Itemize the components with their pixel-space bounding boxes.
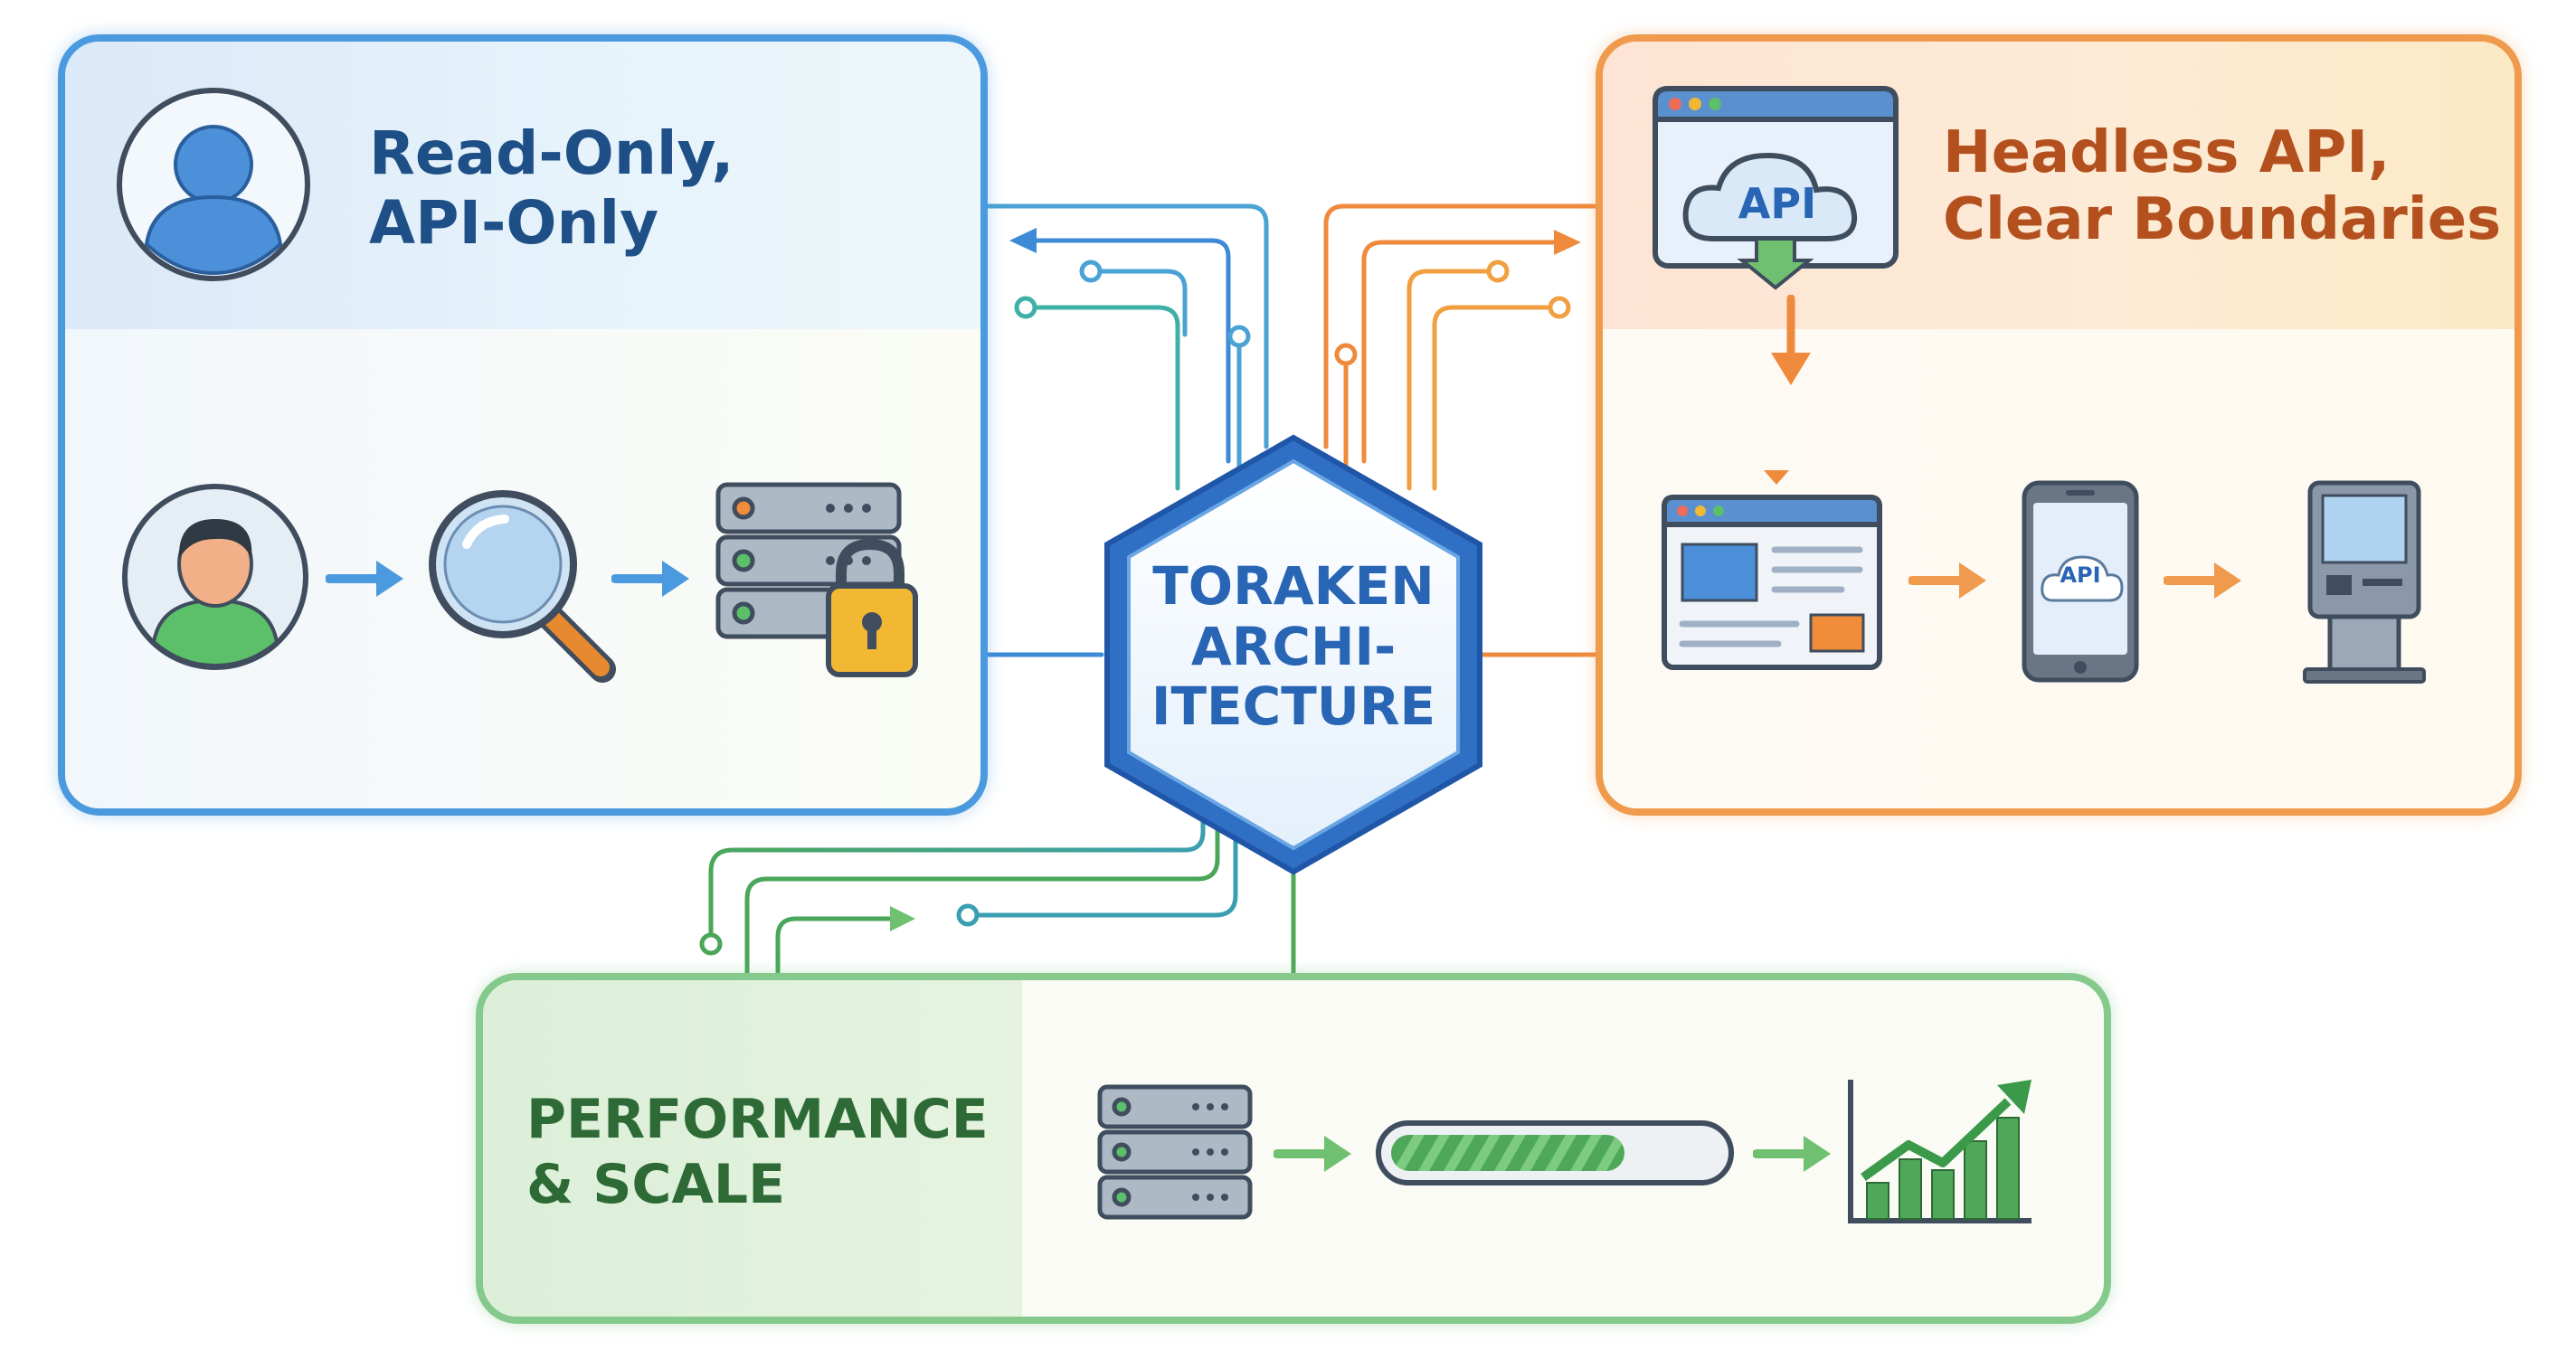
phone-api-label: API <box>2060 562 2101 588</box>
panel-performance <box>476 973 2111 1324</box>
magnifier-icon <box>429 490 616 683</box>
arrow-down-small-icon <box>1764 470 1789 485</box>
architecture-hub <box>1104 434 1482 875</box>
panel-title-performance: PERFORMANCE & SCALE <box>526 1088 989 1216</box>
api-cloud-browser-icon <box>1653 86 1899 290</box>
web-browser-icon <box>1662 495 1882 670</box>
panel-title-headless-api: Headless API, Clear Boundaries <box>1943 119 2502 254</box>
panel-title-band <box>483 980 1022 1317</box>
locked-server-icon <box>715 482 918 677</box>
arrow-right-icon <box>611 561 689 597</box>
arrow-right-icon <box>1753 1136 1831 1172</box>
api-cloud-label: API <box>1738 179 1817 228</box>
kiosk-icon <box>2303 480 2426 684</box>
hub-title: TORAKEN ARCHI- ITECTURE <box>1151 555 1436 738</box>
progress-bar-icon <box>1376 1120 1734 1185</box>
arrow-down-icon <box>1771 295 1811 385</box>
panel-read-only <box>58 34 988 816</box>
arrow-right-icon <box>1908 562 1986 599</box>
panel-title-read-only: Read-Only, API-Only <box>369 118 734 258</box>
server-stack-icon <box>1097 1084 1253 1220</box>
growth-chart-icon <box>1848 1080 2031 1223</box>
mobile-phone-icon <box>2022 480 2139 683</box>
arrow-right-icon <box>326 561 403 597</box>
user-avatar-icon <box>122 484 308 670</box>
arrow-right-icon <box>1274 1136 1351 1172</box>
user-profile-icon <box>117 88 310 281</box>
arrow-right-icon <box>2164 562 2241 599</box>
